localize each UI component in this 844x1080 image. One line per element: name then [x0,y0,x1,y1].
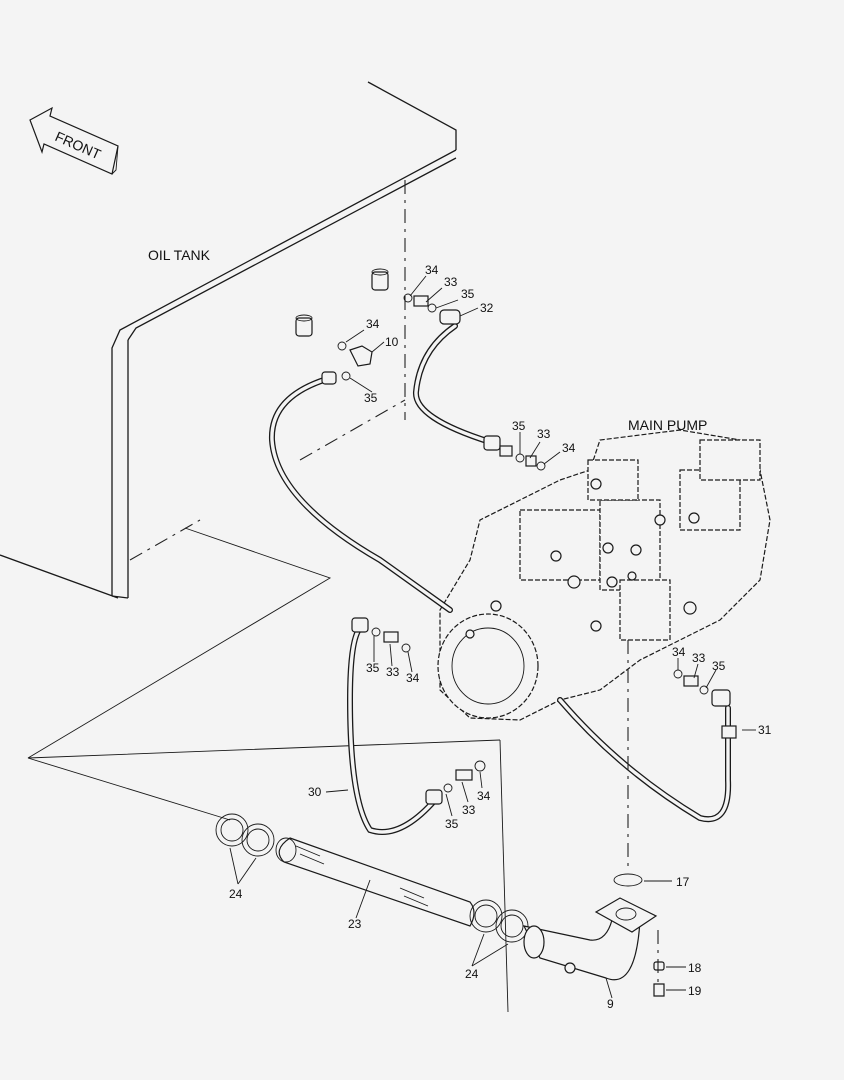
callouts: 34 33 35 32 34 10 35 35 33 34 35 33 34 3… [229,263,772,1011]
front-arrow: FRONT [29,106,119,175]
callout-35-bot: 35 [445,817,459,831]
callout-30: 30 [308,785,322,799]
callout-23: 23 [348,917,362,931]
oil-tank: OIL TANK [0,81,457,599]
callout-33-low: 33 [386,665,400,679]
callout-24-right: 24 [465,967,479,981]
ground-lines [27,527,509,1013]
callout-17: 17 [676,875,690,889]
leader-lines [229,275,756,999]
callout-33-mid: 33 [537,427,551,441]
main-pump-label: MAIN PUMP [628,417,707,433]
callout-35-low: 35 [366,661,380,675]
callout-34-top: 34 [425,263,439,277]
callout-35-left: 35 [364,391,378,405]
hose-32 [413,323,493,445]
callout-9: 9 [607,997,614,1011]
callout-35-right: 35 [712,659,726,673]
callout-33-bot: 33 [462,803,476,817]
fittings [295,268,737,805]
callout-35-mid: 35 [512,419,526,433]
oil-tank-label: OIL TANK [148,247,211,263]
hose-31 [557,697,732,823]
callout-18: 18 [688,961,702,975]
callout-19: 19 [688,984,702,998]
callout-33-right: 33 [692,651,706,665]
callout-34-mid: 34 [562,441,576,455]
main-pump: MAIN PUMP [437,417,771,721]
callout-24-left: 24 [229,887,243,901]
callout-34-right: 34 [672,645,686,659]
callout-31: 31 [758,723,772,737]
hose-30 [346,625,438,835]
suction-assembly [215,640,665,997]
callout-33-top: 33 [444,275,458,289]
callout-34-left: 34 [366,317,380,331]
callout-34-low: 34 [406,671,420,685]
callout-34-bot: 34 [477,789,491,803]
hose-left [268,375,453,613]
callout-35-top: 35 [461,287,475,301]
callout-32: 32 [480,301,494,315]
callout-10: 10 [385,335,399,349]
